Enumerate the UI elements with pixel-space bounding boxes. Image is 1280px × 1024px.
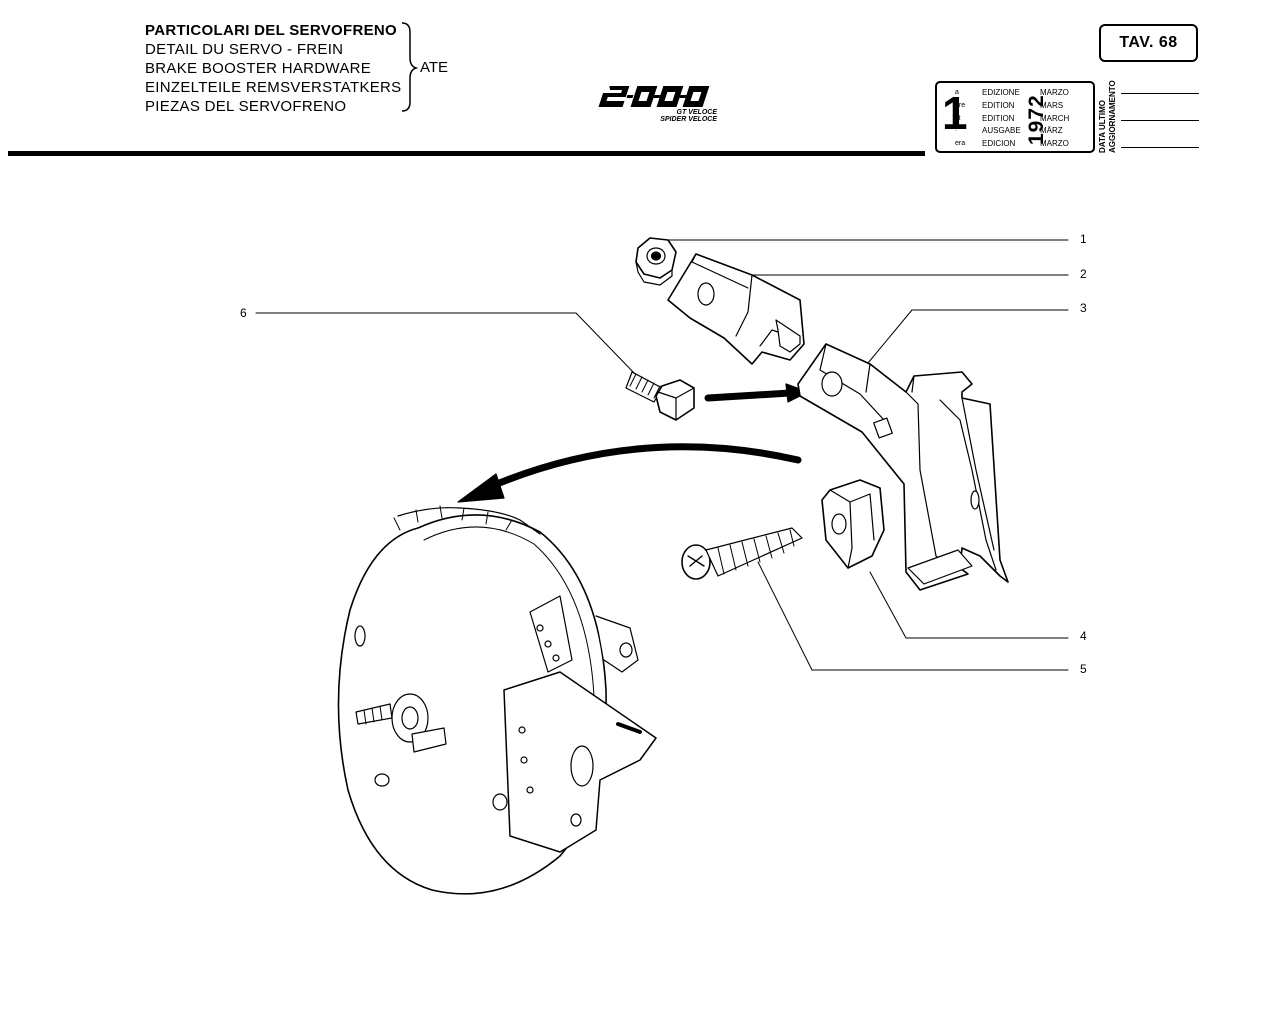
header-rule (8, 151, 925, 156)
title-german: EINZELTEILE REMSVERSTATKERS (145, 79, 402, 96)
edition-month-en: MARCH (1040, 113, 1070, 123)
title-french: DETAIL DU SERVO - FREIN (145, 41, 344, 58)
logo-line-2: SPIDER VELOCE (660, 116, 717, 123)
edition-month-fr: MARS (1040, 100, 1064, 110)
plate-number: TAV. 68 (1099, 24, 1198, 62)
edition-month-es: MARZO (1040, 139, 1069, 149)
model-logo (598, 86, 710, 107)
screw-part (681, 527, 803, 580)
edition-sup-fr: ère (955, 102, 966, 109)
title-block: PARTICOLARI DEL SERVOFRENO DETAIL DU SER… (145, 21, 402, 116)
title-spanish: PIEZAS DEL SERVOFRENO (145, 98, 347, 115)
callout-6: 6 (240, 306, 247, 320)
callout-2: 2 (1080, 267, 1087, 281)
leader-lines (255, 239, 1069, 671)
edition-months: MARZO MARS MARCH MÄRZ MARZO (1040, 87, 1069, 151)
arrow-bolt-to-bracket (704, 383, 809, 403)
brand-label: ATE (420, 59, 449, 76)
bolt-part (625, 371, 695, 421)
clip-part (821, 479, 885, 569)
edition-month-it: MARZO (1040, 88, 1069, 97)
brake-booster-part (337, 505, 657, 895)
main-bracket-part (797, 343, 1009, 591)
update-line-2 (1121, 120, 1199, 121)
update-line-1 (1121, 93, 1199, 94)
edition-name-it: EDIZIONE (982, 88, 1020, 97)
callout-1: 1 (1080, 232, 1087, 246)
edition-name-de: AUSGABE (982, 126, 1021, 136)
edition-box: 1 a ère st . era EDIZIONE EDITION EDITIO… (935, 81, 1095, 153)
callout-5: 5 (1080, 662, 1087, 676)
curved-arrow (457, 443, 802, 503)
callout-3: 3 (1080, 301, 1087, 315)
edition-sup-de: . (955, 126, 957, 133)
title-italian: PARTICOLARI DEL SERVOFRENO (145, 22, 397, 39)
edition-month-de: MÄRZ (1040, 126, 1063, 136)
edition-number: 1 (942, 87, 968, 139)
edition-name-es: EDICION (982, 139, 1016, 149)
logo-subtitle: GT VELOCE SPIDER VELOCE (655, 109, 717, 123)
title-english: BRAKE BOOSTER HARDWARE (145, 60, 372, 77)
edition-name-fr: EDITION (982, 100, 1015, 110)
edition-name-en: EDITION (982, 113, 1015, 123)
update-line-3 (1121, 147, 1199, 148)
callout-4: 4 (1080, 629, 1087, 643)
edition-sup-en: st (955, 115, 961, 122)
edition-sup-es: era (955, 140, 966, 147)
logo-line-1: GT VELOCE (676, 109, 717, 116)
nut-part (635, 237, 677, 286)
small-bracket-part (667, 253, 805, 365)
edition-names: EDIZIONE EDITION EDITION AUSGABE EDICION (982, 87, 1021, 151)
edition-sup-it: a (955, 89, 959, 96)
